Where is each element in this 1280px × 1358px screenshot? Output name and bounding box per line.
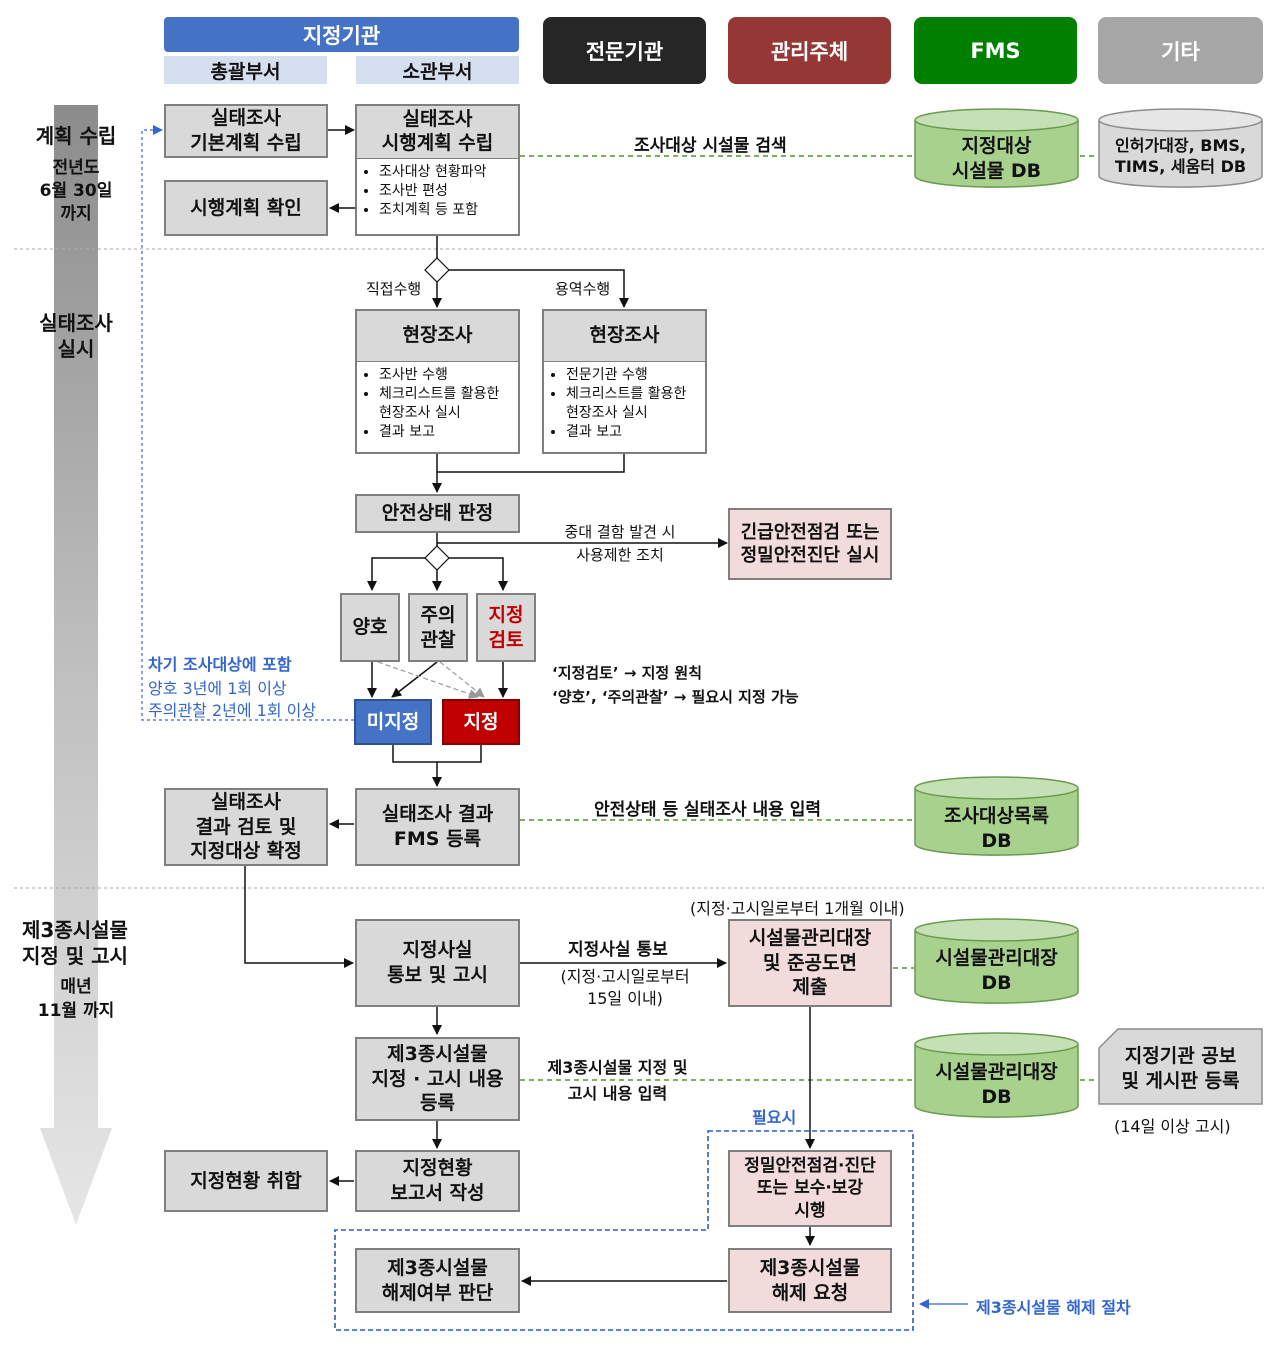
label-notice-14: (14일 이상 고시) [1114, 1117, 1231, 1136]
header-manager: 관리주체 [728, 17, 891, 84]
label-rule-review: ‘지정검토’ → 지정 원칙 [552, 664, 703, 682]
phase-plan-title: 계획 수립 [35, 124, 117, 148]
header-designating: 지정기관 [164, 17, 519, 52]
node-release-decision: 제3종시설물 해제여부 판단 [355, 1248, 520, 1313]
node-public-notice-label: 지정기관 공보 및 게시판 등록 [1121, 1045, 1240, 1092]
label-facility-search: 조사대상 시설물 검색 [634, 136, 787, 156]
node-caution: 주의 관찰 [408, 593, 468, 662]
phase-designation-deadline: 매년 11월 까지 [37, 977, 115, 1021]
phase-survey-title: 실태조사 실시 [39, 311, 113, 361]
node-not-designated: 미지정 [354, 699, 432, 745]
db-external: 인허가대장, BMS, TIMS, 세움터 DB [1098, 108, 1263, 188]
detail-item: 전문기관 수행 [566, 366, 701, 385]
db-ledger-1: 시설물관리대장 DB [914, 918, 1079, 1004]
node-fms-register: 실태조사 결과 FMS 등록 [355, 788, 520, 866]
detail-item: 조치계획 등 포함 [379, 201, 514, 220]
label-defect: 중대 결함 발견 시 사용제한 조치 [564, 523, 676, 565]
db-ledger-2: 시설물관리대장 DB [914, 1032, 1079, 1118]
detail-item: 결과 보고 [379, 423, 514, 442]
node-basic-plan: 실태조사 기본계획 수립 [164, 104, 328, 158]
node-public-notice: 지정기관 공보 및 게시판 등록 [1098, 1028, 1263, 1105]
node-field-contract-details: 전문기관 수행 체크리스트를 활용한 현장조사 실시 결과 보고 [542, 361, 707, 454]
label-designation-input: 제3종시설물 지정 및 고시 내용 입력 [547, 1058, 688, 1104]
detail-item: 조사대상 현황파악 [379, 163, 514, 182]
detail-item: 체크리스트를 활용한 현장조사 실시 [566, 385, 701, 423]
label-next-survey: 차기 조사대상에 포함 [148, 655, 292, 674]
label-direct: 직접수행 [366, 280, 422, 298]
node-field-direct: 현장조사 [355, 309, 520, 361]
node-status-collect: 지정현황 취합 [164, 1150, 328, 1212]
label-survey-input: 안전상태 등 실태조사 내용 입력 [594, 800, 821, 820]
timeline-arrow [40, 105, 112, 1225]
node-ledger-submit: 시설물관리대장 및 준공도면 제출 [728, 919, 892, 1007]
label-rule-optional: ‘양호’, ‘주의관찰’ → 필요시 지정 가능 [552, 688, 799, 706]
node-notify: 지정사실 통보 및 고시 [355, 919, 520, 1007]
db-ledger-2-label: 시설물관리대장 DB [935, 1061, 1058, 1108]
label-contract: 용역수행 [555, 280, 611, 298]
node-register-content: 제3종시설물 지정 · 고시 내용 등록 [355, 1037, 520, 1121]
header-general-dept: 총괄부서 [164, 56, 327, 84]
detail-item: 조사반 수행 [379, 366, 514, 385]
node-exec-plan-details: 조사대상 현황파악 조사반 편성 조치계획 등 포함 [355, 158, 520, 236]
label-good-frequency: 양호 3년에 1회 이상 [148, 679, 287, 698]
node-good: 양호 [340, 593, 400, 662]
label-within-month: (지정·고시일로부터 1개월 이내) [690, 899, 905, 918]
db-designated-facility-label: 지정대상 시설물 DB [951, 135, 1042, 182]
header-fms: FMS [914, 17, 1077, 84]
label-caution-frequency: 주의관찰 2년에 1회 이상 [148, 701, 317, 720]
node-plan-confirm: 시행계획 확인 [164, 180, 328, 236]
header-responsible-dept: 소관부서 [356, 56, 519, 84]
phase-designation-title: 제3종시설물 지정 및 고시 [22, 918, 128, 968]
label-if-needed: 필요시 [752, 1108, 797, 1127]
node-release-request: 제3종시설물 해제 요청 [728, 1248, 892, 1313]
node-field-contract: 현장조사 [542, 309, 707, 361]
label-release-procedure: 제3종시설물 해제 절차 [976, 1298, 1131, 1317]
node-review: 지정 검토 [476, 593, 536, 662]
db-ledger-1-label: 시설물관리대장 DB [935, 947, 1058, 994]
db-external-label: 인허가대장, BMS, TIMS, 세움터 DB [1114, 136, 1247, 176]
node-emergency: 긴급안전점검 또는 정밀안전진단 실시 [728, 508, 892, 580]
detail-item: 조사반 편성 [379, 182, 514, 201]
detail-item: 결과 보고 [566, 423, 701, 442]
node-safety-judgement: 안전상태 판정 [355, 494, 520, 533]
node-status-report: 지정현황 보고서 작성 [355, 1150, 520, 1212]
node-designated: 지정 [442, 699, 520, 745]
phase-plan-deadline: 전년도 6월 30일 까지 [39, 158, 113, 224]
node-result-review: 실태조사 결과 검토 및 지정대상 확정 [164, 788, 328, 866]
header-expert: 전문기관 [543, 17, 706, 84]
header-other: 기타 [1098, 17, 1263, 84]
node-field-direct-details: 조사반 수행 체크리스트를 활용한 현장조사 실시 결과 보고 [355, 361, 520, 454]
label-notify: 지정사실 통보 [568, 940, 668, 960]
detail-item: 체크리스트를 활용한 현장조사 실시 [379, 385, 514, 423]
db-designated-facility: 지정대상 시설물 DB [914, 108, 1079, 188]
db-survey-list-label: 조사대상목록 DB [944, 805, 1049, 852]
label-within-15: (지정·고시일로부터 15일 이내) [560, 967, 690, 1008]
node-exec-plan: 실태조사 시행계획 수립 [355, 104, 520, 158]
node-inspection: 정밀안전점검·진단 또는 보수·보강 시행 [728, 1150, 892, 1227]
db-survey-list: 조사대상목록 DB [914, 776, 1079, 856]
